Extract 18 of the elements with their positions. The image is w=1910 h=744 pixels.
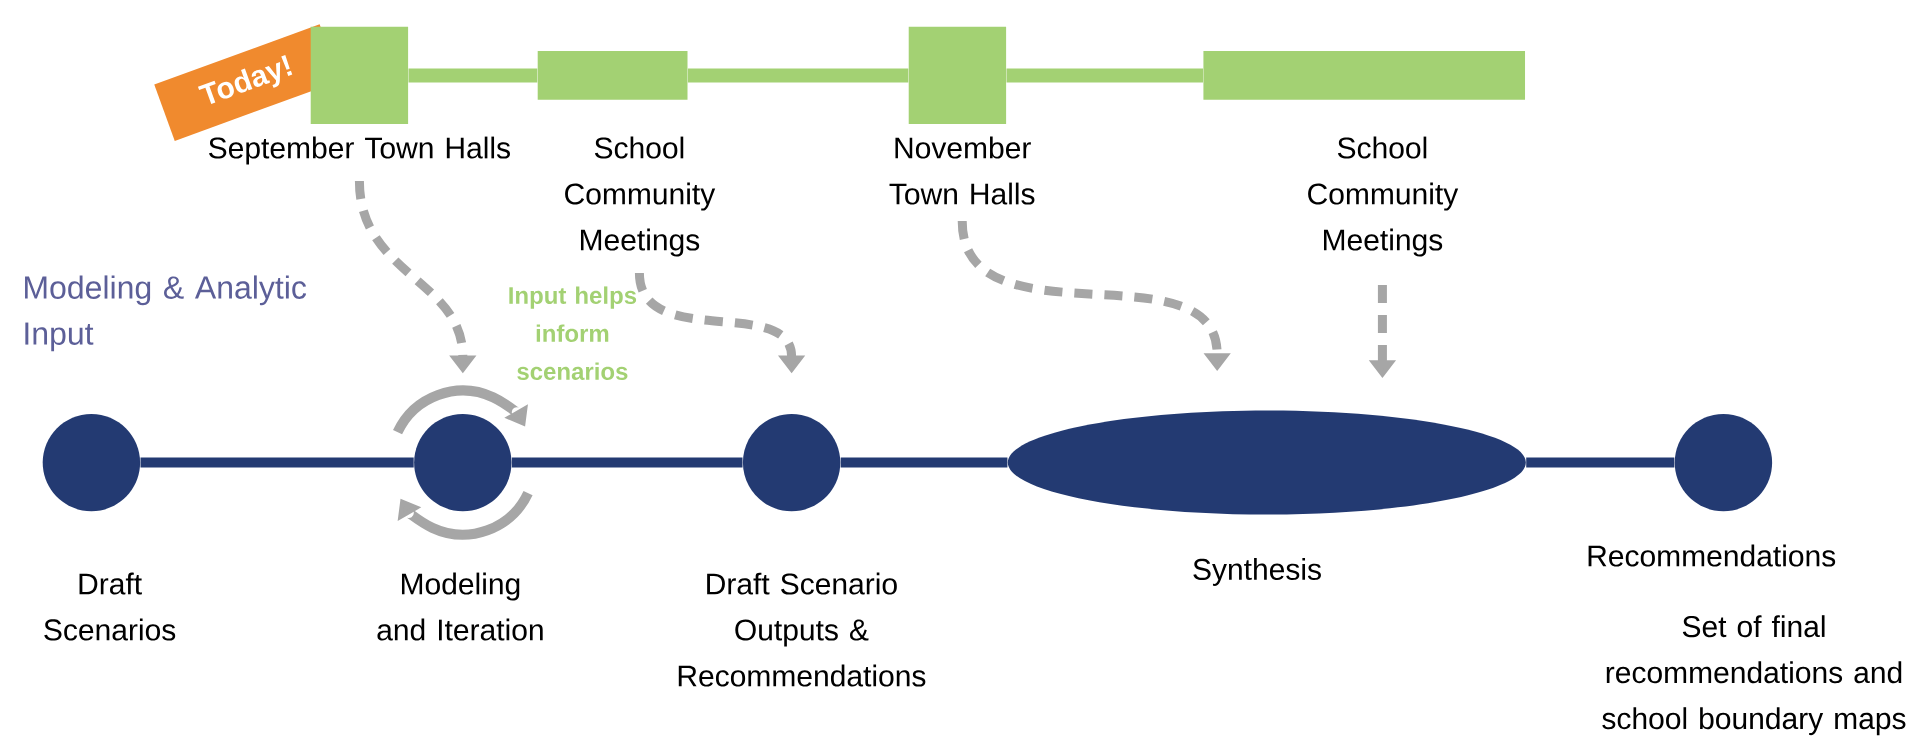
timeline-line (1526, 457, 1675, 468)
timeline-line (140, 457, 414, 468)
milestone-label: School Community Meetings (565, 136, 716, 257)
stage-label: Recommendations (1588, 544, 1836, 567)
milestone-label: November Town Halls (889, 136, 1035, 205)
timeline-line (1006, 68, 1203, 83)
stage-label: Draft Scenarios (44, 572, 176, 641)
stage-label: Draft Scenario Outputs & Recommendations (678, 572, 926, 687)
stage-label: Modeling and Iteration (377, 572, 543, 641)
timeline-line (511, 457, 743, 468)
milestone-label: School Community Meetings (1308, 136, 1459, 257)
timeline-line (687, 68, 909, 83)
stage-description: Set of final recommendations and school boundary maps (1602, 615, 1906, 736)
stage-label: Synthesis (1193, 558, 1321, 586)
section-heading: Modeling & Analytic Input (25, 275, 307, 352)
timeline-line (408, 68, 538, 83)
timeline-line (840, 457, 1008, 468)
note-text: Input helps inform scenarios (509, 286, 637, 380)
